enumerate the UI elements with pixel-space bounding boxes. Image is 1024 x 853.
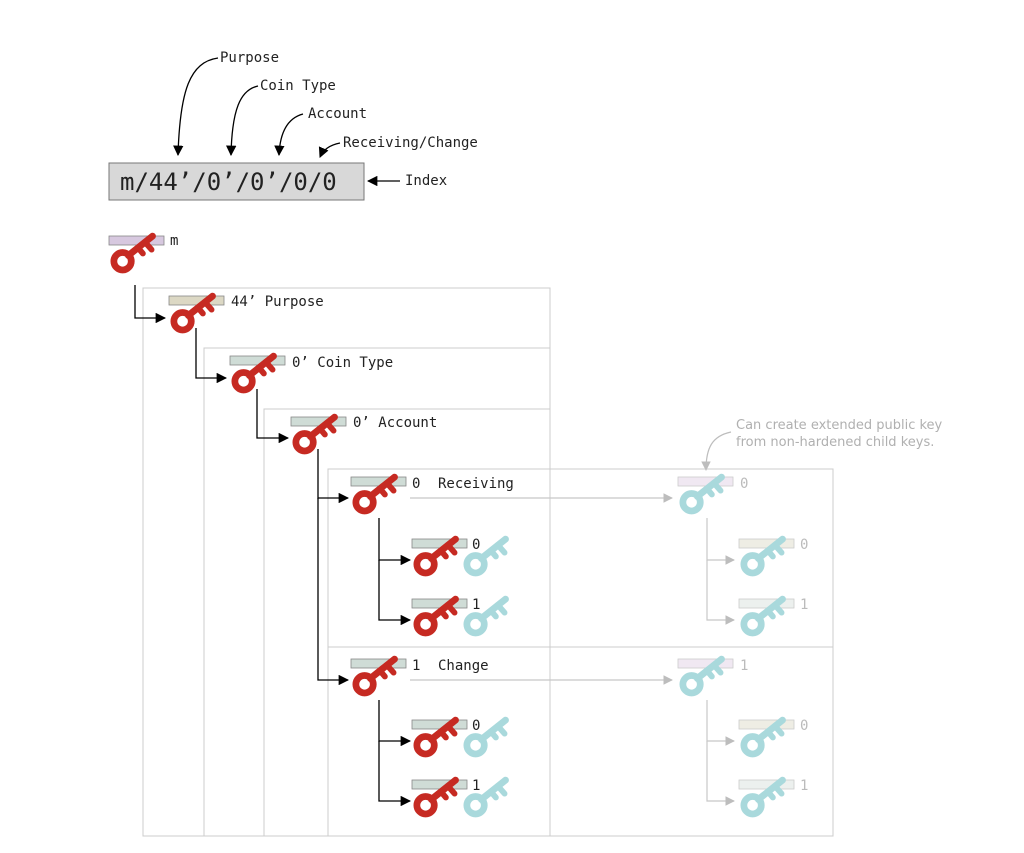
node-coin-type: 0’ Coin Type: [229, 355, 393, 390]
account-box: [263, 408, 551, 837]
receiving-1-label: 1: [472, 597, 480, 613]
receiving-1-bar: [411, 598, 468, 609]
change-num: 1: [412, 658, 420, 674]
change-public-label: 1: [740, 658, 748, 674]
path-string: m/44’/0’/0’/0/0: [120, 168, 337, 196]
node-change-0: 0: [411, 718, 506, 754]
change-public-0-label: 0: [800, 718, 808, 734]
change-public-0-bar: [738, 719, 795, 730]
receiving-0-bar: [411, 538, 468, 549]
receiving-0-label: 0: [472, 537, 480, 553]
node-root: m: [108, 233, 178, 270]
connectors: [134, 285, 412, 807]
chain-box: [327, 468, 834, 837]
receiving-public-label: 0: [740, 476, 748, 492]
change-public-bar: [677, 658, 734, 669]
label-index: Index: [405, 173, 447, 189]
node-receiving-public-0: 0: [738, 537, 808, 573]
public-connectors: [410, 493, 735, 806]
node-change-public: 1: [677, 658, 748, 693]
node-purpose: 44’ Purpose: [168, 294, 324, 330]
change-public-1-bar: [738, 779, 795, 790]
node-change: 1 Change: [350, 658, 489, 693]
node-receiving-public-1: 1: [738, 597, 808, 633]
root-label: m: [170, 233, 178, 249]
receiving-bar: [350, 476, 407, 487]
path-box: [108, 162, 365, 201]
path-annotation: m/44’/0’/0’/0/0 Purpose Coin Type Accoun…: [108, 50, 478, 201]
node-receiving-1: 1: [411, 597, 506, 633]
node-receiving-public: 0: [677, 476, 748, 511]
change-0-label: 0: [472, 718, 480, 734]
node-receiving-0: 0: [411, 537, 506, 573]
receiving-public-0-label: 0: [800, 537, 808, 553]
receiving-public-1-bar: [738, 598, 795, 609]
change-public-1-label: 1: [800, 778, 808, 794]
node-change-public-0: 0: [738, 718, 808, 754]
purpose-label: 44’ Purpose: [231, 294, 324, 310]
node-account: 0’ Account: [290, 415, 437, 451]
node-change-1: 1: [411, 778, 506, 814]
coin-type-label: 0’ Coin Type: [292, 355, 393, 371]
label-purpose: Purpose: [220, 50, 279, 66]
purpose-bar: [168, 295, 225, 306]
public-key-note: Can create extended public key from non-…: [701, 418, 943, 471]
receiving-public-bar: [677, 476, 734, 487]
node-receiving: 0 Receiving: [350, 476, 514, 511]
label-coin-type: Coin Type: [260, 78, 336, 94]
receiving-label: Receiving: [438, 476, 514, 492]
change-1-bar: [411, 779, 468, 790]
change-0-bar: [411, 719, 468, 730]
receiving-num: 0: [412, 476, 420, 492]
note-line-1: Can create extended public key: [736, 418, 943, 433]
receiving-public-1-label: 1: [800, 597, 808, 613]
label-receiving-change: Receiving/Change: [343, 135, 478, 151]
node-change-public-1: 1: [738, 778, 808, 814]
change-bar: [350, 658, 407, 669]
change-label: Change: [438, 658, 489, 674]
note-line-2: from non-hardened child keys.: [736, 435, 934, 450]
root-bar: [108, 235, 165, 246]
account-label: 0’ Account: [353, 415, 437, 431]
label-account: Account: [308, 106, 367, 122]
level-boxes: [142, 287, 834, 837]
change-1-label: 1: [472, 778, 480, 794]
receiving-public-0-bar: [738, 538, 795, 549]
account-bar: [290, 416, 347, 427]
coin-type-bar: [229, 355, 286, 366]
